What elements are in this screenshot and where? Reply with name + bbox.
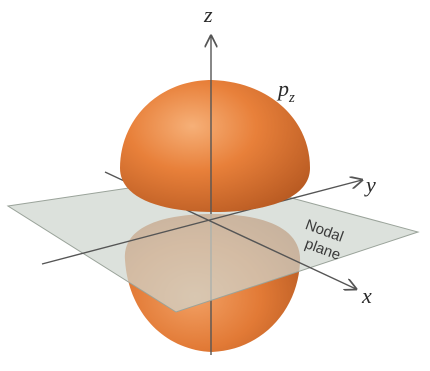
orbital-label-main: p: [276, 76, 289, 101]
y-axis-label: y: [364, 172, 376, 197]
orbital-label: pz: [276, 76, 295, 106]
z-axis-label: z: [203, 2, 213, 27]
x-axis-label: x: [361, 283, 372, 308]
orbital-label-subscript: z: [288, 90, 295, 106]
